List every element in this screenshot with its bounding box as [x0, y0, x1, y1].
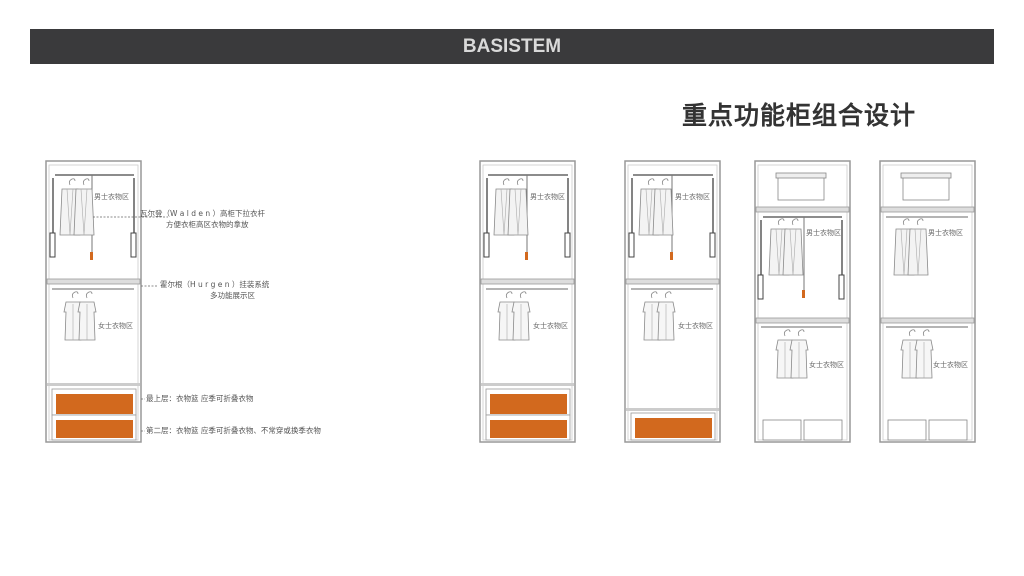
region-women-5: 女士衣物区 [933, 361, 968, 369]
annotation-hurgen-line2: 多功能展示区 [210, 291, 255, 300]
header-bar: BASISTEM [30, 29, 994, 64]
region-men-1: 男士衣物区 [94, 193, 129, 201]
annotation-walden: 瓦尔登（W a l d e n ）高柜下拉衣杆 方便衣柜高区衣物的拿放 [140, 208, 265, 230]
region-men-3: 男士衣物区 [675, 193, 710, 201]
wardrobe-4 [754, 160, 851, 443]
annotation-basket-top: 最上层：衣物篮 应季可折叠衣物 [146, 394, 254, 403]
annotation-hurgen-line1: 霍尔根（H u r g e n ）挂装系统 [160, 280, 270, 289]
region-men-2: 男士衣物区 [530, 193, 565, 201]
region-men-5: 男士衣物区 [928, 229, 963, 237]
wardrobe-3 [624, 160, 721, 443]
brand-title: BASISTEM [462, 35, 562, 57]
wardrobe-1 [45, 160, 142, 443]
region-women-3: 女士衣物区 [678, 322, 713, 330]
annotation-walden-line1: 瓦尔登（W a l d e n ）高柜下拉衣杆 [140, 209, 266, 218]
region-women-2: 女士衣物区 [533, 322, 568, 330]
region-women-4: 女士衣物区 [809, 361, 844, 369]
annotation-walden-line2: 方便衣柜高区衣物的拿放 [166, 220, 249, 229]
wardrobe-2 [479, 160, 576, 443]
annotation-hurgen: 霍尔根（H u r g e n ）挂装系统 多功能展示区 [160, 279, 269, 301]
wardrobe-5 [879, 160, 976, 443]
region-women-1: 女士衣物区 [98, 322, 133, 330]
leader-lines [93, 216, 168, 432]
annotation-basket-second: 第二层：衣物篮 应季可折叠衣物、不常穿或换季衣物 [146, 426, 321, 435]
region-men-4: 男士衣物区 [806, 229, 841, 237]
page-title: 重点功能柜组合设计 [682, 101, 917, 130]
